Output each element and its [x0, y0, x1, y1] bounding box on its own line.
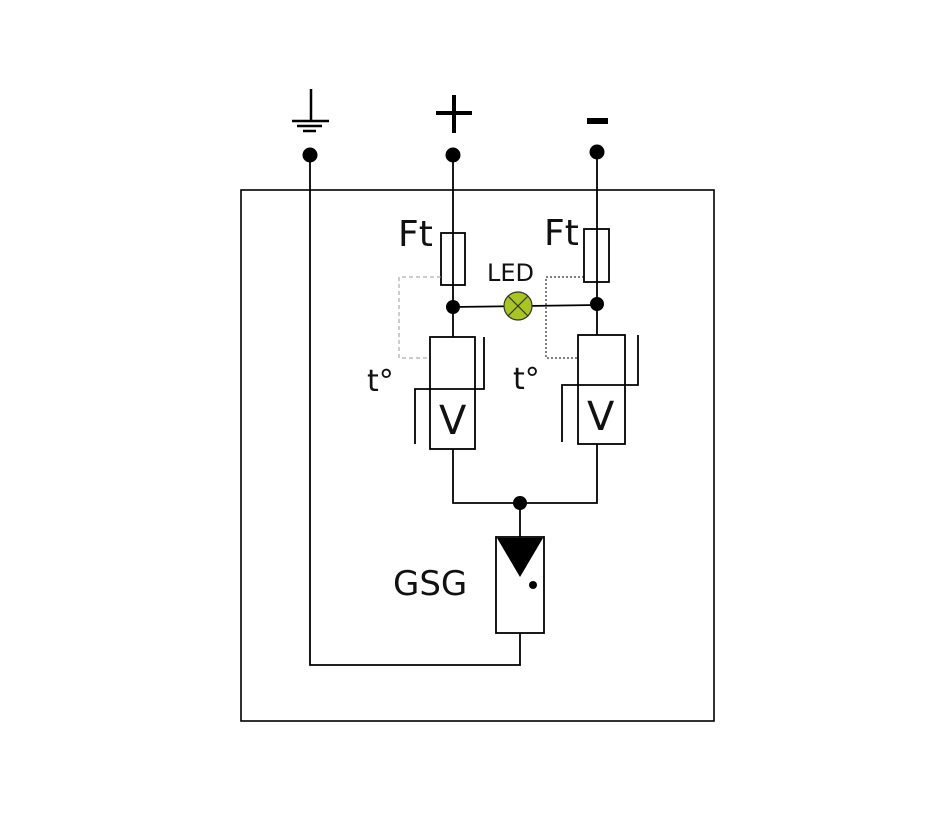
- junction-left: [446, 300, 460, 314]
- enclosure-box: [240, 189, 715, 722]
- plus-terminal: [445, 147, 461, 163]
- ground-icon: [292, 89, 329, 133]
- thermal-link-left: [398, 276, 441, 359]
- led-label: LED: [487, 259, 534, 287]
- minus-terminal: [589, 144, 605, 160]
- ground-terminal: [302, 147, 318, 163]
- junction-right: [590, 297, 604, 311]
- minus-icon: [587, 118, 608, 124]
- varistor-left: [414, 336, 485, 450]
- varistor-right-label: V: [587, 394, 615, 440]
- gsg-label: GSG: [393, 564, 467, 604]
- thermal-left-label: t°: [367, 364, 394, 399]
- fuse-right-label: Ft: [544, 213, 579, 254]
- fuse-left-label: Ft: [398, 214, 433, 255]
- junction-bottom: [513, 496, 527, 510]
- thermal-right-label: t°: [513, 362, 540, 397]
- varistor-right: [561, 334, 639, 445]
- gas-discharge-tube: [495, 536, 545, 634]
- plus-icon: [436, 95, 472, 133]
- led-indicator: [503, 291, 533, 321]
- varistor-left-label: V: [439, 398, 467, 444]
